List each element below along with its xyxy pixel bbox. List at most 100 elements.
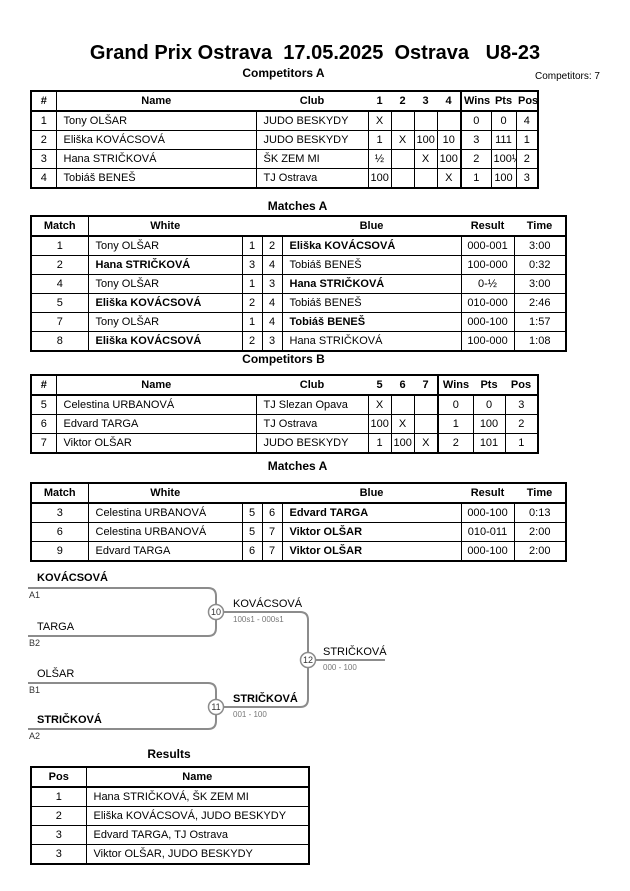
col-header-white: White bbox=[88, 216, 242, 237]
match-row: 6 Celestina URBANOVÁ 5 7 Viktor OLŠAR 01… bbox=[30, 522, 567, 542]
match-row: 8 Eliška KOVÁCSOVÁ 2 3 Hana STRIČKOVÁ 10… bbox=[30, 331, 567, 352]
bracket-node-10-number: 10 bbox=[211, 607, 221, 617]
cell-result-1: X bbox=[367, 110, 392, 131]
cell-result-7 bbox=[413, 414, 439, 434]
bracket-winner-score: 100s1 - 000s1 bbox=[233, 615, 284, 624]
col-header-result: Result bbox=[461, 216, 514, 237]
cell-pts: 100 bbox=[472, 414, 506, 434]
bracket-entry-name: KOVÁCSOVÁ bbox=[37, 572, 108, 584]
cell-club: TJ Slezan Opava bbox=[255, 394, 369, 415]
cell-result-3: 100 bbox=[413, 130, 438, 150]
cell-pos: 3 bbox=[30, 825, 87, 845]
cell-match-number: 2 bbox=[30, 255, 89, 275]
bracket-entry-name: TARGA bbox=[37, 621, 75, 633]
col-header-pts: Pts bbox=[473, 375, 505, 396]
competitors-count-label: Competitors: 7 bbox=[534, 71, 600, 82]
cell-club: TJ Ostrava bbox=[255, 168, 369, 189]
cell-number: 4 bbox=[30, 168, 57, 189]
matches-a-table: Match White Blue Result Time 1 Tony OLŠA… bbox=[30, 215, 567, 352]
cell-white-seed: 6 bbox=[241, 541, 263, 562]
cell-white-seed: 3 bbox=[241, 255, 263, 275]
cell-white-name: Celestina URBANOVÁ bbox=[87, 502, 243, 523]
bracket-line-b2 bbox=[28, 620, 217, 637]
cell-time: 1:08 bbox=[513, 331, 567, 352]
bracket-entry-seed: B1 bbox=[29, 685, 41, 695]
result-row: 3 Viktor OLŠAR, JUDO BESKYDY bbox=[30, 844, 310, 865]
col-header-club: Club bbox=[256, 375, 368, 396]
cell-pts: 101 bbox=[472, 433, 506, 454]
cell-pts: 0 bbox=[472, 394, 506, 415]
cell-blue-seed: 3 bbox=[261, 274, 283, 294]
page-title: Grand Prix Ostrava 17.05.2025 Ostrava U8… bbox=[89, 42, 541, 64]
header-row: Match White Blue Result Time bbox=[31, 483, 566, 504]
cell-name: Viktor OLŠAR bbox=[55, 433, 257, 454]
cell-name: Hana STRIČKOVÁ bbox=[55, 149, 257, 169]
col-header-pos: Pos bbox=[31, 767, 87, 788]
cell-result-5: 1 bbox=[367, 433, 392, 454]
cell-white-seed: 2 bbox=[241, 331, 263, 352]
cell-match-number: 7 bbox=[30, 312, 89, 332]
col-header-7: 7 bbox=[414, 375, 438, 396]
bracket-winner-name: STRIČKOVÁ bbox=[323, 646, 387, 658]
cell-pts: 111 bbox=[490, 130, 517, 150]
cell-time: 2:00 bbox=[513, 541, 567, 562]
cell-result: 000-100 bbox=[460, 541, 515, 562]
cell-pts: 100 bbox=[490, 168, 517, 189]
cell-result-6: X bbox=[390, 414, 415, 434]
col-header-name: Name bbox=[56, 91, 256, 112]
bracket-node-11 bbox=[207, 698, 225, 716]
col-header-5: 5 bbox=[368, 375, 391, 396]
col-header-time: Time bbox=[514, 216, 566, 237]
matches-b-table: Match White Blue Result Time 3 Celestina… bbox=[30, 482, 567, 562]
match-row: 7 Tony OLŠAR 1 4 Tobiáš BENEŠ 000-100 1:… bbox=[30, 312, 567, 332]
cell-name: Eliška KOVÁCSOVÁ, JUDO BESKYDY bbox=[85, 806, 310, 826]
cell-result-7 bbox=[413, 394, 439, 415]
cell-wins: 0 bbox=[437, 394, 474, 415]
col-header-blue: Blue bbox=[282, 483, 461, 504]
header-row: Pos Name bbox=[31, 767, 309, 788]
result-row: 2 Eliška KOVÁCSOVÁ, JUDO BESKYDY bbox=[30, 806, 310, 826]
cell-blue-seed: 7 bbox=[261, 522, 283, 542]
cell-match-number: 9 bbox=[30, 541, 89, 562]
col-header-number: # bbox=[31, 91, 57, 112]
cell-white-name: Tony OLŠAR bbox=[87, 274, 243, 294]
cell-pts: 0 bbox=[490, 110, 517, 131]
col-header-wins: Wins bbox=[460, 91, 491, 112]
bracket-node-12 bbox=[299, 651, 317, 669]
header-row: Match White Blue Result Time bbox=[31, 216, 566, 237]
competitors-a-table: # Name Club 1 2 3 4 Wins Pts Pos 1 Tony … bbox=[30, 90, 539, 189]
cell-name: Viktor OLŠAR, JUDO BESKYDY bbox=[85, 844, 310, 865]
cell-white-name: Hana STRIČKOVÁ bbox=[87, 255, 243, 275]
cell-white-seed: 1 bbox=[241, 274, 263, 294]
cell-blue-seed: 6 bbox=[261, 502, 283, 523]
competitor-row: 6 Edvard TARGA TJ Ostrava 100 X 1 100 2 bbox=[30, 414, 539, 434]
result-row: 1 Hana STRIČKOVÁ, ŠK ZEM MI bbox=[30, 786, 310, 807]
cell-white-name: Eliška KOVÁCSOVÁ bbox=[87, 331, 243, 352]
cell-result: 000-100 bbox=[460, 312, 515, 332]
cell-result: 100-000 bbox=[460, 255, 515, 275]
cell-wins: 2 bbox=[460, 149, 492, 169]
col-header-numbers bbox=[242, 483, 282, 504]
cell-time: 2:00 bbox=[513, 522, 567, 542]
cell-wins: 1 bbox=[437, 414, 474, 434]
bracket-winner-score: 000 - 100 bbox=[323, 663, 357, 672]
cell-pos: 3 bbox=[515, 168, 539, 189]
cell-name: Eliška KOVÁCSOVÁ bbox=[55, 130, 257, 150]
heading-results: Results bbox=[147, 747, 191, 761]
cell-result-5: 100 bbox=[367, 414, 392, 434]
cell-result-3: X bbox=[413, 149, 438, 169]
cell-pos: 1 bbox=[30, 786, 87, 807]
col-header-match: Match bbox=[31, 216, 89, 237]
cell-white-seed: 1 bbox=[241, 235, 263, 256]
cell-club: JUDO BESKYDY bbox=[255, 130, 369, 150]
cell-blue-name: Viktor OLŠAR bbox=[281, 541, 462, 562]
col-header-match: Match bbox=[31, 483, 89, 504]
cell-result-4: 10 bbox=[436, 130, 462, 150]
cell-name: Edvard TARGA, TJ Ostrava bbox=[85, 825, 310, 845]
cell-wins: 2 bbox=[437, 433, 474, 454]
cell-result-6: 100 bbox=[390, 433, 415, 454]
bracket-entry-seed: B2 bbox=[29, 638, 41, 648]
cell-blue-name: Hana STRIČKOVÁ bbox=[281, 274, 462, 294]
competitor-row: 5 Celestina URBANOVÁ TJ Slezan Opava X 0… bbox=[30, 394, 539, 415]
cell-blue-seed: 3 bbox=[261, 331, 283, 352]
